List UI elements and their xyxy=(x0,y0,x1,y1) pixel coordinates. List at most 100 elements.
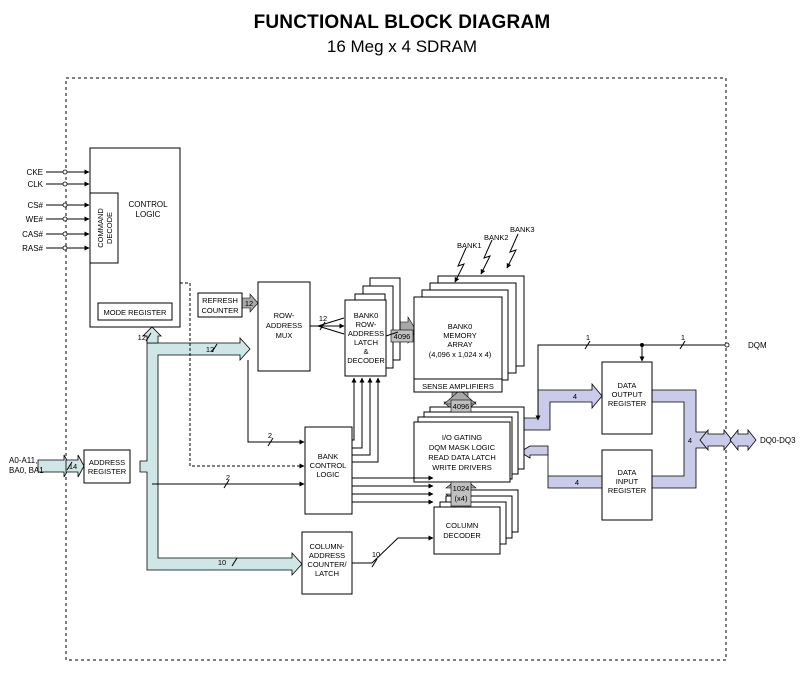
pin-dqm: DQM xyxy=(748,341,767,350)
refresh-counter-block xyxy=(197,292,243,318)
width-addr-in: 14 xyxy=(69,462,77,471)
data-in-bus xyxy=(519,445,603,489)
data-out-bus xyxy=(519,382,603,431)
width-col-data: 1024 xyxy=(453,484,470,493)
width-sense: 4096 xyxy=(453,402,470,411)
column-decoder-label-1: COLUMN xyxy=(446,521,479,530)
memory-array-label-3: ARRAY xyxy=(447,340,472,349)
row-address-mux-block xyxy=(257,281,311,372)
width-mode-reg: 12 xyxy=(138,333,146,342)
pin-circles xyxy=(62,169,730,348)
column-decoder-label-2: DECODER xyxy=(443,531,481,540)
column-counter-label-2: ADDRESS xyxy=(309,551,345,560)
column-data-bus-badge xyxy=(450,481,472,507)
width-in-reg: 4 xyxy=(575,478,579,487)
pin-cas: CAS# xyxy=(22,230,43,239)
data-input-label-1: DATA xyxy=(618,468,637,477)
diagram-title: FUNCTIONAL BLOCK DIAGRAM xyxy=(253,12,551,33)
memory-array-label-2: MEMORY xyxy=(443,331,477,340)
mux-fanout xyxy=(317,317,399,337)
io-gating-label-1: I/O GATING xyxy=(442,433,482,442)
width-dqm-a: 1 xyxy=(586,333,590,342)
data-input-label-3: REGISTER xyxy=(608,486,647,495)
bank3-select-icon xyxy=(506,233,519,269)
width-col-data-x4: (x4) xyxy=(455,494,468,503)
row-mux-label-3: MUX xyxy=(276,331,293,340)
dq-loop-bus xyxy=(651,389,707,489)
bank-control-label-2: CONTROL xyxy=(310,461,347,470)
address-input-bus-arrow xyxy=(65,454,85,478)
bank1-select-icon xyxy=(454,247,467,283)
bank2-select-icon xyxy=(480,239,493,275)
control-logic-label-2: LOGIC xyxy=(136,210,161,219)
control-logic-label-1: CONTROL xyxy=(128,200,168,209)
io-gating-label-2: DQM MASK LOGIC xyxy=(429,443,496,452)
refresh-counter-label-2: COUNTER xyxy=(201,306,239,315)
width-col-decoder: 10 xyxy=(372,550,380,559)
width-row-addr-bus: 12 xyxy=(206,345,214,354)
bank2-label: BANK2 xyxy=(484,233,509,242)
bank-control-label-3: LOGIC xyxy=(316,470,340,479)
pin-address-line2: BA0, BA1 xyxy=(9,466,44,475)
pin-clk: CLK xyxy=(27,180,43,189)
pin-ras: RAS# xyxy=(22,244,43,253)
memory-array-label-1: BANK0 xyxy=(448,322,473,331)
dq-connector-outer xyxy=(729,428,757,452)
dqm-junction xyxy=(640,343,644,347)
diagram-subtitle: 16 Meg x 4 SDRAM xyxy=(326,37,478,56)
refresh-counter-label-1: REFRESH xyxy=(202,296,238,305)
address-wires xyxy=(152,323,725,564)
bank1-label: BANK1 xyxy=(457,241,482,250)
data-input-label-2: INPUT xyxy=(616,477,639,486)
io-gating-label-4: WRITE DRIVERS xyxy=(432,463,492,472)
address-register-label-1: ADDRESS xyxy=(89,458,125,467)
address-register-label-2: REGISTER xyxy=(88,467,127,476)
command-decode-label-2: DECODE xyxy=(105,212,114,244)
width-bank-ctrl-a: 2 xyxy=(268,431,272,440)
address-bus-vertical xyxy=(139,336,303,577)
pin-dq: DQ0-DQ3 xyxy=(760,436,796,445)
row-latch-label-1: BANK0 xyxy=(354,311,379,320)
io-gating-block xyxy=(413,421,511,483)
address-register-block xyxy=(83,449,131,484)
control-to-bank-dashed xyxy=(180,282,305,469)
row-latch-label-3: ADDRESS xyxy=(348,329,384,338)
row-latch-label-2: ROW- xyxy=(356,320,377,329)
row-latch-label-4: LATCH xyxy=(354,338,378,347)
bank-control-logic-block xyxy=(304,426,353,515)
command-decode-label-1: COMMAND xyxy=(96,208,105,248)
row-latch-label-6: DECODER xyxy=(347,356,385,365)
row-latch-label-5: & xyxy=(363,347,368,356)
column-decoder-block xyxy=(433,506,501,555)
data-output-label-2: OUTPUT xyxy=(612,390,643,399)
width-out-reg: 4 xyxy=(573,392,577,401)
column-counter-label-1: COLUMN- xyxy=(310,542,346,551)
column-address-counter-block xyxy=(301,531,353,595)
data-output-label-1: DATA xyxy=(618,381,637,390)
chip-boundary xyxy=(65,77,727,661)
memory-array-label-4: (4,096 x 1,024 x 4) xyxy=(429,350,492,359)
column-counter-label-4: LATCH xyxy=(315,569,339,578)
width-dq-bus: 4 xyxy=(688,436,692,445)
pin-cs: CS# xyxy=(27,201,43,210)
bank0-memory-array-block xyxy=(413,296,503,393)
width-col-counter: 10 xyxy=(218,558,226,567)
column-counter-label-3: COUNTER/ xyxy=(307,560,347,569)
io-gating-label-3: READ DATA LATCH xyxy=(428,453,496,462)
width-bank-ctrl-b: 2 xyxy=(226,473,230,482)
row-mux-label-2: ADDRESS xyxy=(266,321,302,330)
bank-control-label-1: BANK xyxy=(318,452,338,461)
row-mux-label-1: ROW- xyxy=(274,311,295,320)
bank0-row-latch-block xyxy=(344,299,387,377)
pin-we: WE# xyxy=(26,215,44,224)
sense-amplifiers-label: SENSE AMPLIFIERS xyxy=(422,382,494,391)
width-refresh: 12 xyxy=(245,299,253,308)
control-wires xyxy=(46,169,90,251)
width-mux-out: 12 xyxy=(319,314,327,323)
command-decode-block xyxy=(89,192,119,264)
mode-register-label: MODE REGISTER xyxy=(104,308,168,317)
bank3-label: BANK3 xyxy=(510,225,535,234)
bus-width-ticks xyxy=(66,321,686,568)
